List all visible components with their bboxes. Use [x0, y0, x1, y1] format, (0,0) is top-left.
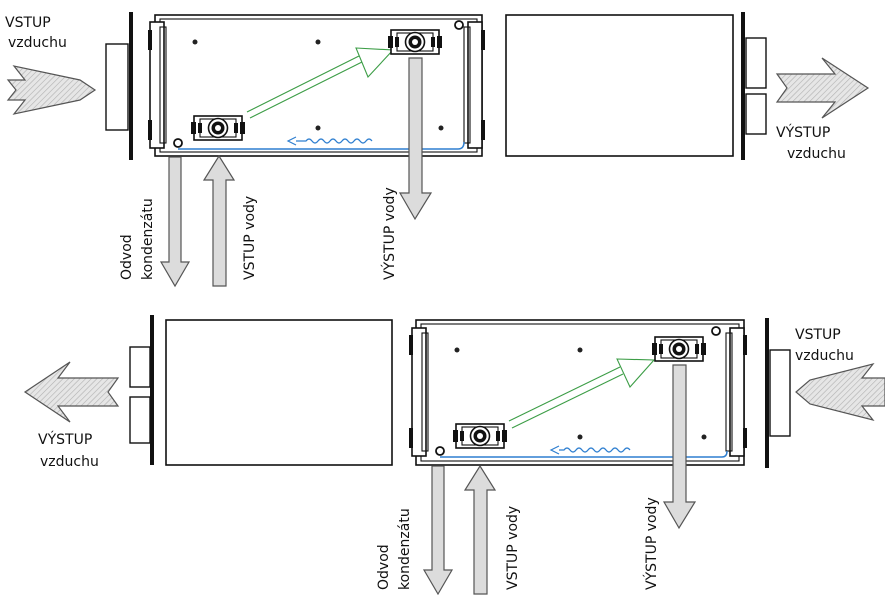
bottom-condensate-drain-arrow — [422, 465, 454, 595]
top-condensate-label-2: kondenzátu — [140, 198, 156, 280]
bottom-water-outlet-arrow — [662, 364, 697, 530]
bottom-air-outlet-arrow — [23, 361, 120, 423]
bottom-inlet-flange — [769, 349, 791, 437]
top-inlet-flange — [105, 43, 129, 131]
bottom-outlet-plate — [150, 315, 154, 465]
top-condensate-label-1: Odvod — [119, 234, 135, 280]
top-water-outlet-connector — [387, 29, 443, 55]
top-water-inlet-connector — [190, 115, 246, 141]
top-water-outlet-arrow — [398, 57, 433, 221]
bottom-water-line — [440, 450, 728, 458]
top-air-outlet-arrow — [775, 57, 870, 119]
top-water-inlet-arrow — [202, 154, 236, 287]
top-internal-air-path — [249, 61, 363, 119]
bottom-water-flow-indicator — [559, 447, 631, 453]
top-air-outlet-label-2: vzduchu — [787, 146, 846, 162]
bottom-water-outlet-connector — [651, 336, 707, 362]
top-inlet-plate — [129, 12, 133, 160]
bottom-air-outlet-label-2: vzduchu — [40, 454, 99, 470]
top-air-inlet-arrow — [6, 65, 97, 115]
top-water-flow-indicator — [296, 138, 373, 144]
top-air-inlet-label-1: VSTUP — [5, 15, 51, 31]
bottom-condensate-label-2: kondenzátu — [397, 508, 413, 590]
bottom-unit: VÝSTUP vzduchu VSTUP vzduchu Odvod konde… — [23, 315, 885, 595]
bottom-condensate-label-1: Odvod — [376, 544, 392, 590]
bottom-air-inlet-label-2: vzduchu — [795, 348, 854, 364]
top-air-inlet-label-2: vzduchu — [8, 35, 67, 51]
bottom-inlet-plate — [765, 318, 769, 468]
bottom-water-inlet-arrow — [463, 464, 497, 595]
bottom-outlet-section — [165, 319, 393, 466]
top-outlet-plate — [741, 12, 745, 160]
bottom-water-inlet-connector — [452, 423, 508, 449]
top-water-line — [178, 141, 465, 150]
top-water-outlet-label: VÝSTUP vody — [381, 187, 398, 280]
top-air-outlet-label-1: VÝSTUP — [776, 124, 830, 141]
bottom-air-inlet-label-1: VSTUP — [795, 327, 841, 343]
bottom-air-outlet-label-1: VÝSTUP — [38, 431, 92, 448]
bottom-water-inlet-label: VSTUP vody — [505, 506, 521, 590]
top-outlet-section — [505, 14, 734, 157]
top-condensate-drain-arrow — [159, 156, 191, 288]
bottom-water-outlet-label: VÝSTUP vody — [643, 497, 660, 590]
top-unit: VSTUP vzduchu VÝSTUP vzduchu Odvod konde… — [5, 12, 870, 288]
bottom-internal-air-path — [511, 373, 624, 429]
bottom-air-inlet-arrow — [795, 362, 885, 422]
top-water-inlet-label: VSTUP vody — [242, 196, 258, 280]
